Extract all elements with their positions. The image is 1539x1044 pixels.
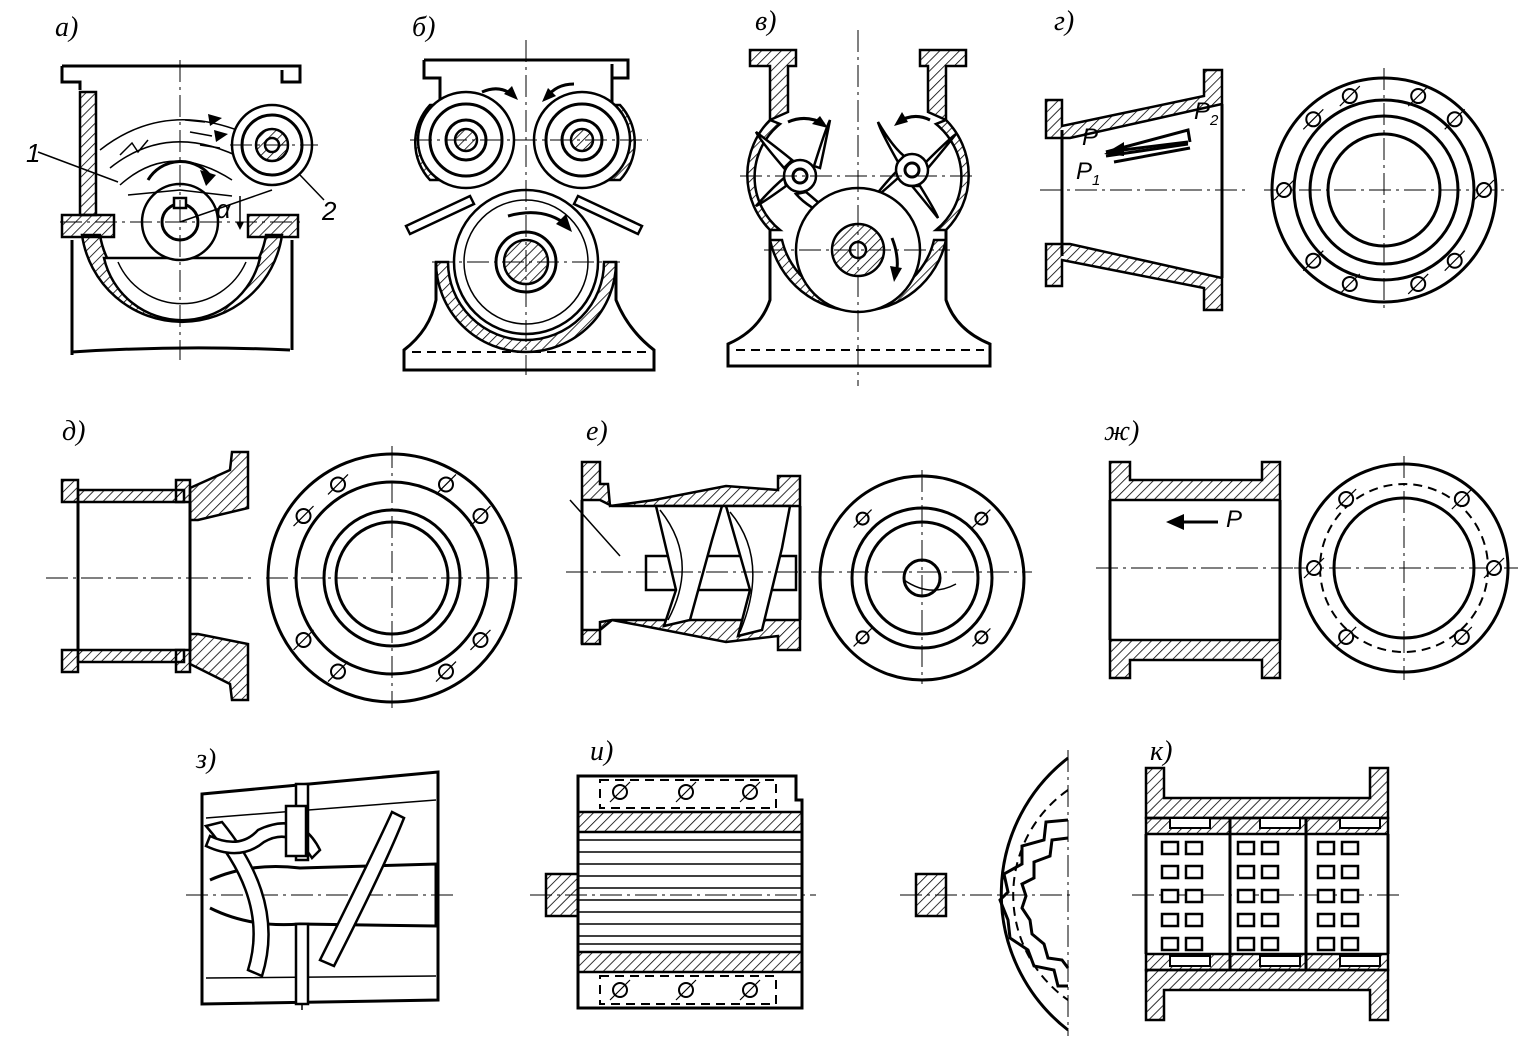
slot [1339,817,1381,829]
force-p-zh-label: P [1226,506,1243,533]
grate-cell [1316,864,1336,880]
grate-cell [1260,936,1280,952]
grate-cell [1160,864,1180,880]
grate-cell [1184,936,1204,952]
panel-k-cells [1160,817,1381,967]
grate-cell [1316,888,1336,904]
panel-label-g: г) [1054,6,1075,37]
panel-label-v: в) [755,6,777,37]
grate-cell [1236,864,1256,880]
grate-cell [1184,912,1204,928]
panel-label-e: е) [586,416,608,447]
force-p1-label: P1 [1076,158,1101,189]
slot [1339,955,1381,967]
panel-d-bolt-holes [293,474,491,682]
grate-cell [1260,912,1280,928]
grate-cell [1340,936,1360,952]
panel-i-drawing [530,750,1074,1036]
grate-cell [1160,840,1180,856]
grate-cell [1340,864,1360,880]
grate-cell [1316,840,1336,856]
panel-z-drawing [186,770,456,1010]
grate-cell [1160,912,1180,928]
slot [1259,817,1301,829]
grate-cell [1316,936,1336,952]
panel-v-drawing [726,30,992,386]
grate-cell [1236,888,1256,904]
panel-label-k: к) [1150,736,1173,767]
panel-label-d: д) [62,416,86,447]
callout-2: 2 [322,196,337,226]
grate-cell [1236,936,1256,952]
grate-cell [1184,840,1204,856]
grate-cell [1340,912,1360,928]
grate-cell [1160,936,1180,952]
panel-e-drawing [566,460,1032,684]
panel-label-b: б) [412,12,436,43]
panel-a-drawing [37,60,325,360]
force-p2-label: P2 [1194,98,1219,129]
panel-zh-drawing [1096,456,1518,680]
grate-cell [1260,840,1280,856]
grate-cell [1184,888,1204,904]
panel-b-drawing [402,40,656,375]
angle-alpha-label: α [216,194,231,224]
callout-1: 1 [26,138,41,168]
slot [1169,955,1211,967]
panel-zh-bolt-holes [1303,488,1505,648]
grate-cell [1236,840,1256,856]
grate-cell [1260,888,1280,904]
panel-g-drawing [1040,68,1506,312]
grate-cell [1160,888,1180,904]
panel-label-z: з) [196,744,217,775]
panel-e-bolt-holes [853,509,991,647]
grate-cell [1316,912,1336,928]
grate-cell [1260,864,1280,880]
panel-d-drawing [46,446,522,708]
panel-label-i: и) [590,736,614,767]
grate-cell [1340,840,1360,856]
force-p-label: P [1082,124,1099,151]
grate-cell [1236,912,1256,928]
grate-cell [1340,888,1360,904]
panel-g-bolt-holes [1273,85,1495,295]
slot [1259,955,1301,967]
grate-cell [1184,864,1204,880]
panel-i-bolt-holes [609,781,761,1001]
panel-label-a: а) [55,12,79,43]
panel-label-zh: ж) [1104,416,1140,447]
slot [1169,817,1211,829]
